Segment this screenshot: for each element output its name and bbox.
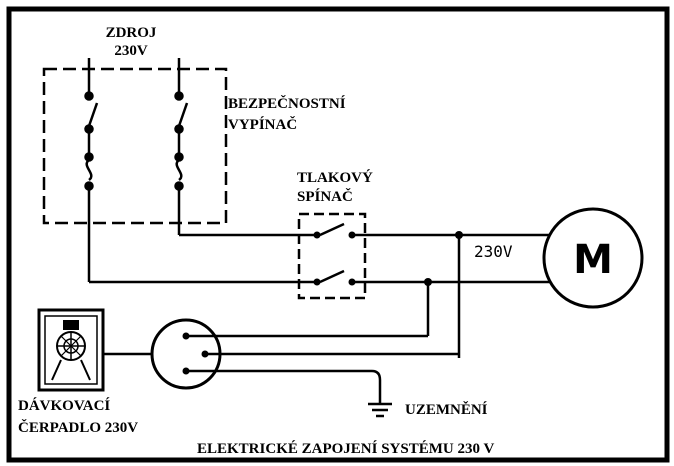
- source-label-line1: ZDROJ: [106, 25, 157, 41]
- dosing-pump-icon: [37, 308, 105, 392]
- pressure-switch-box: [297, 212, 367, 300]
- motor-symbol: M: [573, 237, 613, 283]
- ground-icon: [368, 402, 392, 418]
- safety-switch-left-pole: [84, 58, 99, 282]
- safety-switch-right-pole: [174, 58, 189, 235]
- dosing-pump-label-line2: ČERPADLO 230V: [18, 419, 138, 436]
- pressure-switch-label-line2: SPÍNAČ: [297, 188, 353, 205]
- pressure-switch-label-line1: TLAKOVÝ: [297, 169, 373, 186]
- grounding-label: UZEMNĚNÍ: [405, 401, 488, 418]
- safety-switch-label-line2: VYPÍNAČ: [228, 116, 297, 133]
- safety-switch-box: [42, 67, 228, 225]
- motor-circle: [542, 207, 644, 309]
- pressure-switch-contacts: [313, 231, 356, 286]
- socket-wires: [186, 334, 459, 403]
- safety-switch-label-line1: BEZPEČNOSTNÍ: [228, 95, 346, 112]
- source-label-line2: 230V: [114, 43, 148, 59]
- wire-junctions: [424, 231, 463, 286]
- dosing-pump-label-line1: DÁVKOVACÍ: [18, 397, 110, 414]
- main-wiring: [89, 222, 559, 358]
- diagram-title: ELEKTRICKÉ ZAPOJENÍ SYSTÉMU 230 V: [197, 440, 494, 457]
- motor-voltage-label: 230V: [474, 242, 513, 261]
